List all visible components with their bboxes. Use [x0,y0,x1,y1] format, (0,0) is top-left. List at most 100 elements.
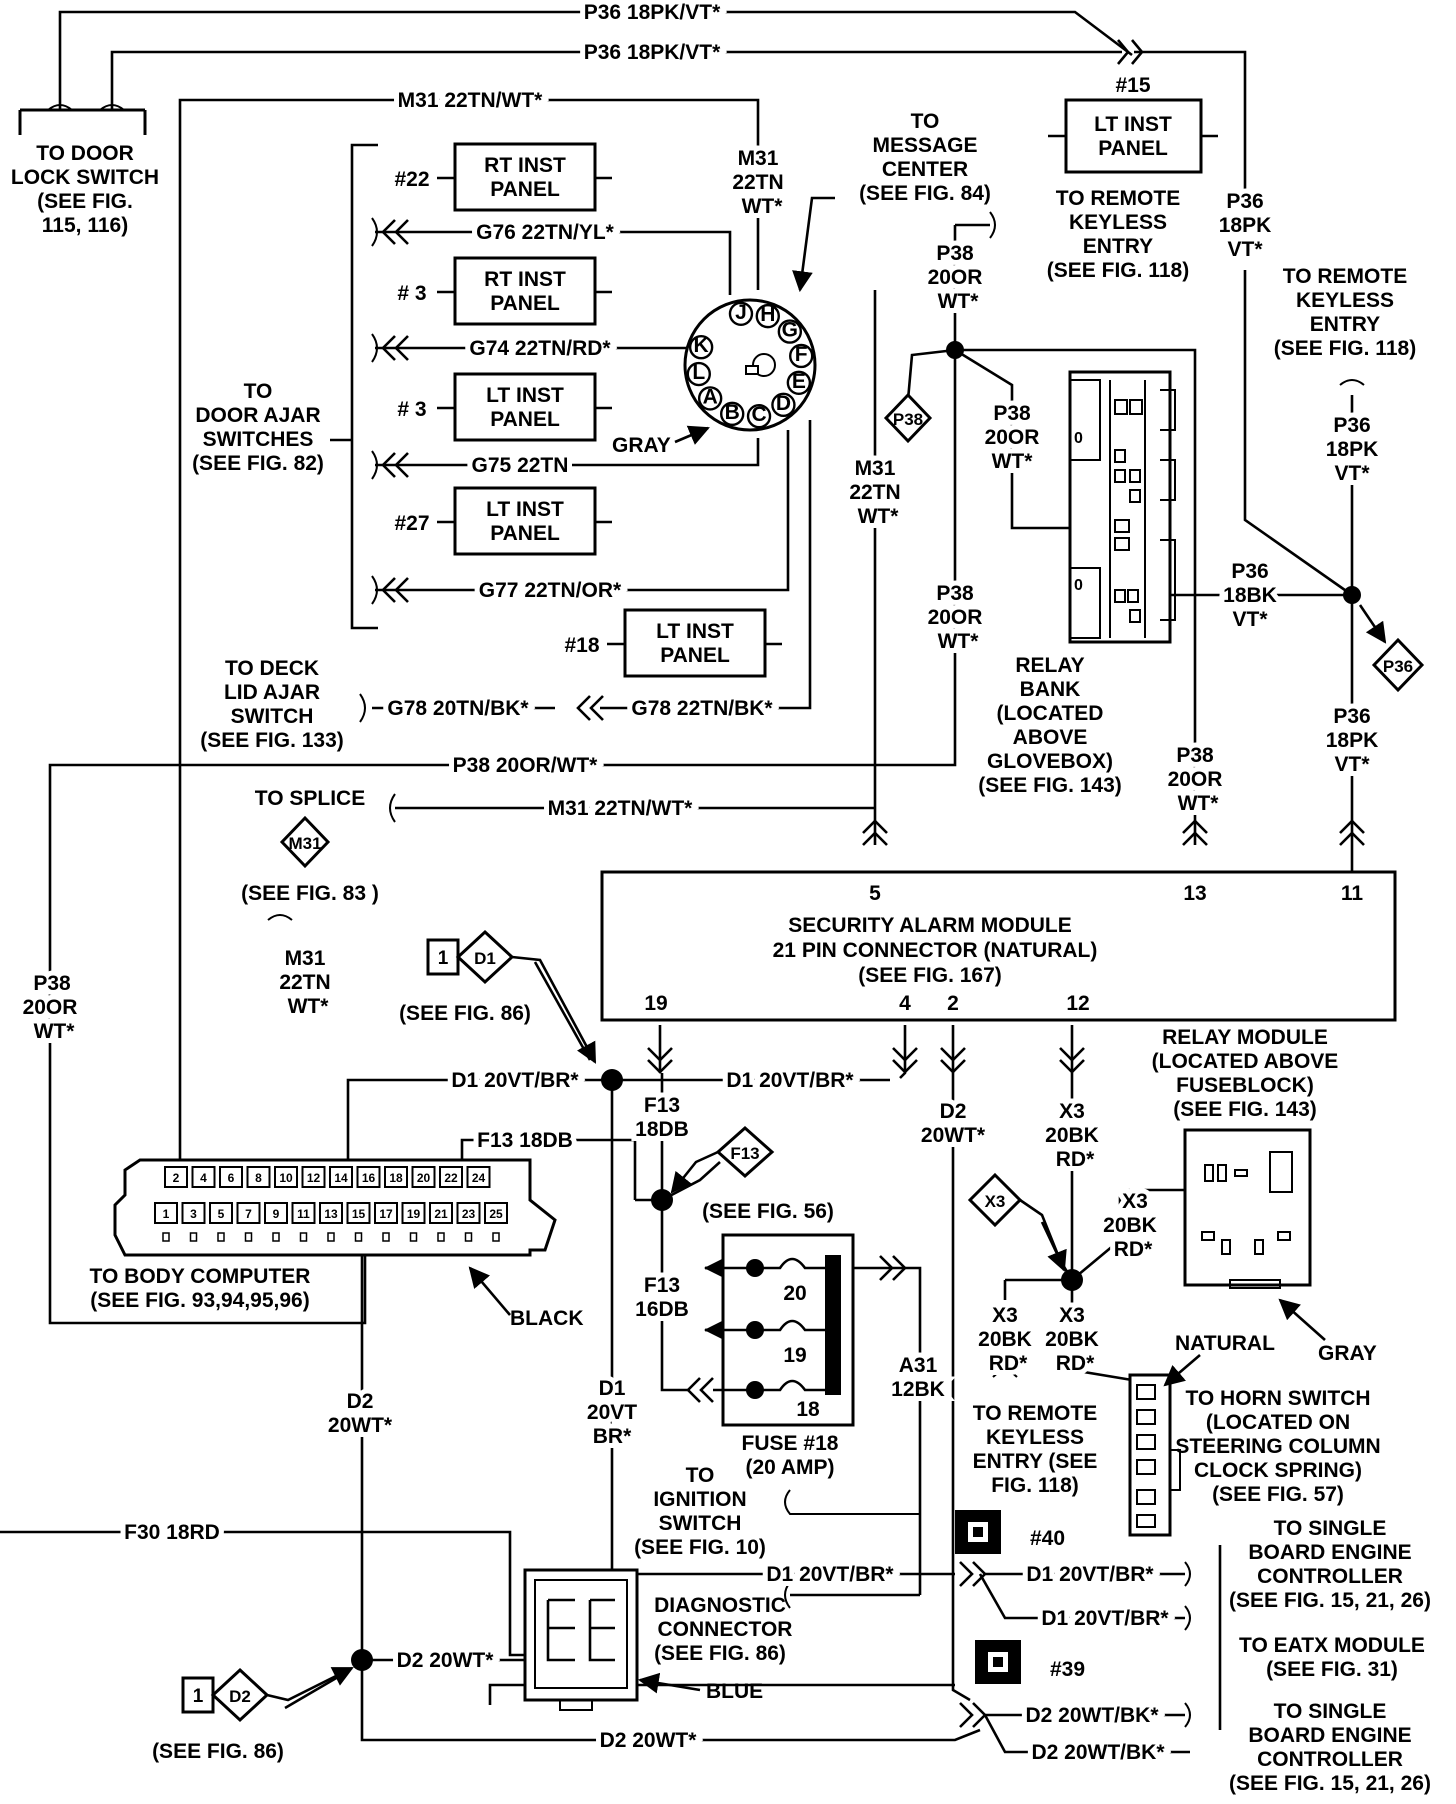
bc-bot-pin-label-11: 11 [297,1207,310,1221]
clock-pin-label-d: D [776,392,791,415]
term-a31 [784,1581,791,1609]
blue-label: BLUE [706,1680,763,1703]
vl-p36-b-3: VT* [1334,462,1370,485]
lbl-d2-d: D2 20WT/BK* [1031,1741,1165,1764]
clock-pin-l [686,361,711,387]
term-ignition [784,1489,920,1515]
panel-lt3-l2: PANEL [490,408,560,431]
vl-p36-b: P36 18PK VT* [1321,409,1384,490]
diamond-f13: F13 [670,1125,775,1194]
term-p38-keyless [989,211,996,239]
ignition-l3: SWITCH [659,1512,742,1535]
see-fig-86a: (SEE FIG. 86) [399,1002,531,1025]
vl-x3-b-3: RD* [1114,1238,1153,1261]
relay-bank-l3: (LOCATED [997,702,1104,725]
vl-p38-relay: P38 20OR WT* [980,397,1045,478]
vl-p38-top-2: 20OR [928,266,983,289]
bc-bot-pin-label-25: 25 [489,1207,503,1221]
relay-bank-l1: RELAY [1015,654,1084,677]
term-g78 [359,693,366,723]
chevron-fuse-18 [686,1377,714,1403]
rke2-l2: KEYLESS [1296,289,1394,312]
clock-pin-label-f: F [795,343,808,366]
vl-d1-vert: D1 20VT BR* [582,1372,642,1453]
sam-pin-11: 11 [1341,882,1364,905]
wire-m31-top [178,98,760,1163]
vl-x3-a-1: X3 [1059,1100,1085,1123]
lbl-g76: G76 22TN/YL* [476,221,615,244]
horn-l4: CLOCK SPRING) [1194,1459,1362,1482]
panel-rt3-l2: PANEL [490,292,560,315]
vl-p36-a-1: P36 [1226,190,1263,213]
vl-a31: A31 12BK [886,1349,950,1406]
bc-top-pin-12 [301,1166,326,1188]
vl-p38-low-1: P38 [936,582,974,605]
bc-bot-pin-label-23: 23 [462,1207,476,1221]
term-eatx2 [1184,1702,1191,1728]
sam-pin-12: 12 [1066,992,1089,1015]
bc-bot-pin-label-19: 19 [407,1207,421,1221]
diamond-f13-text: F13 [730,1144,759,1163]
relay-module-l4: (SEE FIG. 143) [1173,1098,1317,1121]
door-ajar-l2: DOOR AJAR [195,404,320,427]
horn-l2: (LOCATED ON [1206,1411,1350,1434]
bc-black-arrow [468,1266,511,1316]
vl-d2-mid-2: 20WT* [921,1124,986,1147]
bc-bot-tick-23 [464,1232,473,1242]
sbec2-l1: TO SINGLE [1274,1700,1387,1723]
vl-p38-low: P38 20OR WT* [923,577,988,658]
sam-pin-13: 13 [1183,882,1206,905]
term-g74 [371,333,378,363]
vl-m31-vert-1: M31 [855,457,896,480]
inst-panels: #15 LT INST PANEL #22 RT INST PANEL # 3 … [394,74,1218,678]
diamond-m31: M31 [279,815,331,869]
bc-top-pin-8 [246,1166,271,1188]
chevron-sam-13 [1182,819,1208,846]
vl-p36-a: P36 18PK VT* [1214,185,1277,266]
bc-bot-tick-11 [299,1232,308,1242]
vl-x3-a: X3 20BK RD* [1040,1095,1104,1176]
wire-p36-right [1134,50,1247,200]
vl-m31-left-2: 22TN [279,971,330,994]
term-eatx [1184,1605,1191,1631]
bc-top-pin-label-12: 12 [307,1171,321,1185]
relay-bank-l2: BANK [1020,678,1081,701]
bc-bot-pin-label-9: 9 [273,1207,280,1221]
clock-pin-e [786,370,812,395]
fuse-pin-18: 18 [796,1398,820,1421]
vl-p38-left-1: P38 [33,972,71,995]
vl-d2-left-2: 20WT* [328,1414,393,1437]
chevron-p36-top [1117,39,1144,65]
chevron-g78 [576,695,604,721]
wire-g77 [375,430,790,592]
horn-l5: (SEE FIG. 57) [1212,1483,1344,1506]
panel-rt22-l2: PANEL [490,178,560,201]
panel-rt22-l1: RT INST [484,154,566,177]
panel-lt15-ref: #15 [1115,74,1150,97]
bc-bot-pin-1 [154,1202,178,1224]
vl-a31-1: A31 [899,1354,938,1377]
wire-p36-top1 [58,10,1133,110]
relay-module-pins [1201,1151,1293,1289]
clock-spring-key-tab [745,365,759,375]
vl-x3-d-3: RD* [1056,1352,1095,1375]
panel-lt3 [453,372,597,442]
relay-bank-l4: ABOVE [1013,726,1088,749]
bc-label-1: TO BODY COMPUTER [90,1265,311,1288]
panel-lt15-l1: LT INST [1094,113,1172,136]
bc-bot-pin-9 [264,1202,288,1224]
diag-terminals [546,1598,615,1662]
vl-p38-right-3: WT* [1178,792,1220,815]
vl-p36-bk-3: VT* [1232,608,1268,631]
vl-f13-a-2: 18DB [635,1118,689,1141]
deck-lid-l4: (SEE FIG. 133) [200,729,344,752]
bc-bot-tick-21 [437,1232,445,1242]
bc-bot-pin-19 [401,1202,426,1224]
bc-bot-pin-5 [209,1202,233,1224]
bc-top-pin-6 [219,1166,243,1188]
clock-pin-label-a: A [703,385,718,408]
splice-label: TO SPLICE [255,787,365,810]
bc-bot-pin-label-15: 15 [352,1207,366,1221]
wire-p38-diamond [906,348,956,401]
